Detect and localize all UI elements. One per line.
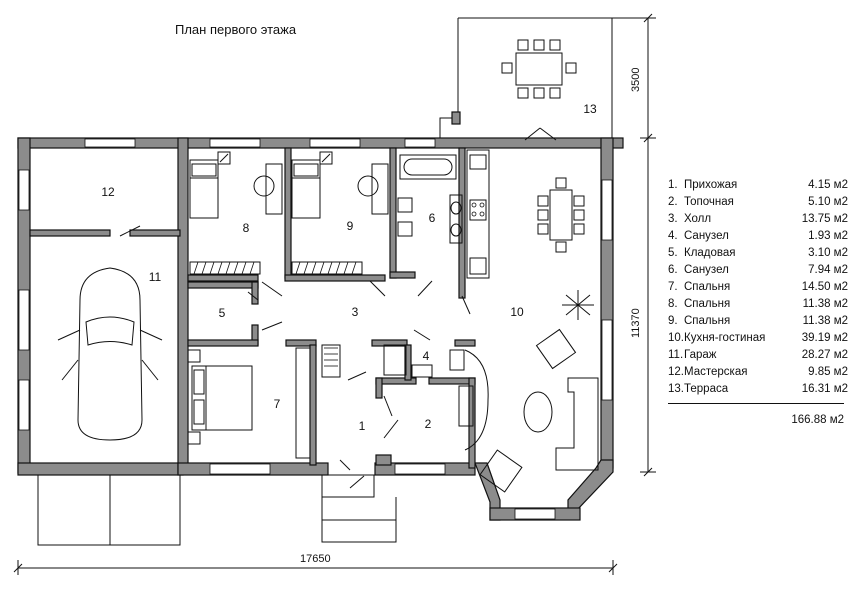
room-number: 10. (668, 332, 684, 344)
room-name: Топочная (684, 196, 734, 208)
room-area: 4.15 м2 (808, 179, 848, 191)
room-area: 16.31 м2 (801, 383, 848, 395)
plan-title: План первого этажа (175, 22, 297, 37)
room-number: 2. (668, 196, 678, 208)
room-schedule-row: 6. Санузел 7.94 м2 (668, 262, 848, 279)
room-name: Спальня (684, 298, 731, 310)
room-labels: 1 2 3 4 5 6 7 8 9 10 11 12 13 (101, 102, 597, 433)
room-number: 13. (668, 383, 684, 395)
room-schedule-row: 4. Санузел 1.93 м2 (668, 228, 848, 245)
room-area: 11.38 м2 (802, 315, 848, 327)
room-number: 8. (668, 298, 678, 310)
room-label-3: 3 (352, 305, 359, 319)
room-schedule-row: 3. Холл 13.75 м2 (668, 211, 848, 228)
room-area: 9.85 м2 (808, 366, 848, 378)
room-area: 28.27 м2 (801, 349, 848, 361)
room-name: Кухня-гостиная (684, 332, 766, 344)
room-area: 13.75 м2 (801, 213, 848, 225)
windows (18, 138, 613, 520)
room-schedule-row: 1. Прихожая 4.15 м2 (668, 177, 848, 194)
room-label-8: 8 (243, 221, 250, 235)
room-number: 6. (668, 264, 678, 276)
living-room-furniture (464, 328, 599, 493)
overall-depth-dimension: 11370 (630, 308, 642, 338)
room-label-7: 7 (274, 397, 281, 411)
bedroom-7-furniture (187, 349, 253, 445)
room-schedule-row: 8. Спальня 11.38 м2 (668, 296, 848, 313)
room-label-1: 1 (359, 419, 366, 433)
room-schedule-row: 5. Кладовая 3.10 м2 (668, 245, 848, 262)
door-swings (119, 127, 557, 489)
total-area: 166.88 м2 (791, 414, 844, 426)
room-area: 1.93 м2 (808, 230, 848, 242)
room-number: 4. (668, 230, 678, 242)
terrace-dining-table (501, 39, 577, 99)
plant (562, 290, 594, 320)
room-area: 3.10 м2 (808, 247, 848, 259)
room-label-11: 11 (149, 270, 162, 284)
room-name: Мастерская (684, 366, 748, 378)
room-area: 5.10 м2 (808, 196, 848, 208)
room-name: Терраса (684, 383, 729, 395)
legend-divider (668, 403, 844, 404)
entrance-steps (321, 474, 397, 543)
room-name: Холл (684, 213, 712, 225)
terrace (439, 17, 613, 140)
room-schedule-row: 13. Терраса 16.31 м2 (668, 381, 848, 398)
room-name: Санузел (684, 264, 729, 276)
room-area: 39.19 м2 (801, 332, 848, 344)
bedroom-8-furniture (189, 151, 283, 275)
room-area: 14.50 м2 (801, 281, 848, 293)
room-number: 1. (668, 179, 678, 191)
room-number: 3. (668, 213, 678, 225)
room-number: 7. (668, 281, 678, 293)
room-area: 11.38 м2 (802, 298, 848, 310)
room-schedule-row: 7. Спальня 14.50 м2 (668, 279, 848, 296)
bedroom-9-furniture (291, 151, 389, 275)
room-schedule: 1. Прихожая 4.15 м2 2. Топочная 5.10 м2 … (668, 177, 848, 398)
bathroom-6-fixtures (397, 154, 463, 244)
dining-table (537, 177, 585, 253)
room-name: Санузел (684, 230, 729, 242)
room-label-13: 13 (583, 102, 597, 116)
room-label-5: 5 (219, 306, 226, 320)
room-area: 7.94 м2 (808, 264, 848, 276)
room-name: Гараж (684, 349, 717, 361)
room-schedule-row: 11. Гараж 28.27 м2 (668, 347, 848, 364)
room-label-9: 9 (347, 219, 354, 233)
overall-width-dimension: 17650 (300, 553, 331, 565)
room-schedule-row: 12. Мастерская 9.85 м2 (668, 364, 848, 381)
room-number: 9. (668, 315, 678, 327)
room-schedule-row: 10. Кухня-гостиная 39.19 м2 (668, 330, 848, 347)
room-name: Спальня (684, 281, 731, 293)
room-label-2: 2 (425, 417, 432, 431)
room-schedule-row: 9. Спальня 11.38 м2 (668, 313, 848, 330)
terrace-depth-dimension: 3500 (630, 68, 642, 92)
room-label-12: 12 (101, 185, 115, 199)
room-number: 11. (668, 349, 684, 361)
room-schedule-row: 2. Топочная 5.10 м2 (668, 194, 848, 211)
room-name: Прихожая (684, 179, 738, 191)
room-number: 5. (668, 247, 678, 259)
garage-driveway (37, 475, 181, 546)
room-label-6: 6 (429, 211, 436, 225)
room-number: 12. (668, 366, 684, 378)
room-name: Спальня (684, 315, 731, 327)
dimension-lines (13, 13, 656, 575)
kitchen-counter (466, 149, 490, 279)
interior-walls (29, 147, 476, 469)
garage-car (57, 267, 163, 441)
room-label-4: 4 (423, 349, 430, 363)
hall-fixtures (295, 344, 474, 459)
room-name: Кладовая (684, 247, 736, 259)
room-label-10: 10 (510, 305, 524, 319)
